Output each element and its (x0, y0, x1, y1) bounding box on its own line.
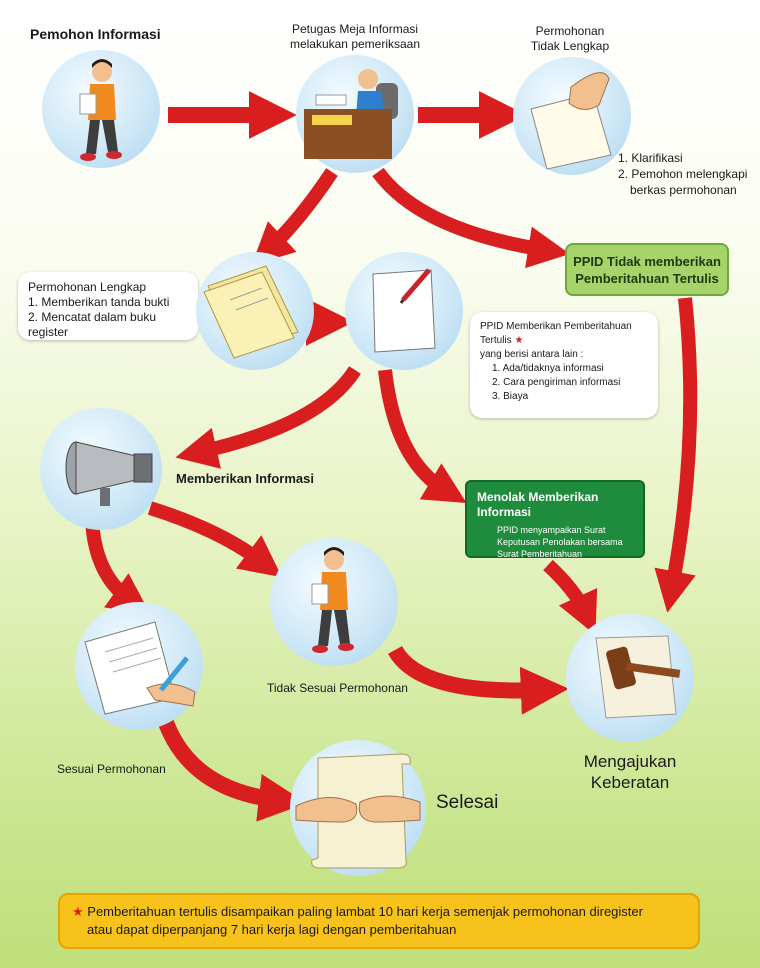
ppid-memberikan-item-3: 3. Biaya (492, 391, 529, 402)
arrow-register-to-megaphone (175, 366, 361, 469)
menolak-line-3: Surat Pemberitahuan (497, 549, 583, 559)
megaphone-circle (40, 408, 162, 530)
star-icon: ★ (72, 904, 84, 919)
star-icon: ★ (514, 335, 524, 346)
menolak-line-2: Keputusan Penolakan bersama (497, 537, 623, 547)
footer-line1: ★ Pemberitahuan tertulis disampaikan pal… (72, 903, 684, 921)
sesuai-label: Sesuai Permohonan (57, 762, 166, 776)
keberatan-circle (566, 614, 694, 742)
klarifikasi-list: 1. Klarifikasi 2. Pemohon melengkapi ber… (618, 150, 758, 198)
gavel-icon (595, 635, 681, 719)
ppid-memberikan-list: 1. Ada/tidaknya informasi 2. Cara pengir… (480, 362, 648, 404)
lengkap-bubble: Permohonan Lengkap 1. Memberikan tanda b… (18, 272, 198, 340)
lengkap-circle (196, 252, 314, 370)
mengajukan-keberatan-label: Mengajukan Keberatan (560, 751, 700, 793)
arrow-menolak-to-keberatan (543, 559, 598, 635)
ppid-memberikan-sub: yang berisi antara lain : (480, 349, 584, 360)
handshake-icon (295, 753, 421, 869)
signing-document-icon (84, 621, 196, 715)
tidak-lengkap-circle (513, 57, 631, 175)
ppid-tidak-line1: PPID Tidak memberikan (573, 254, 721, 269)
hand-paper-icon (530, 72, 612, 170)
arrow-petugas-to-ppid-tidak (372, 167, 570, 269)
lengkap-title: Permohonan Lengkap (28, 280, 147, 294)
arrow-tidak-sesuai-to-keberatan (388, 645, 569, 715)
footer-line1-text: Pemberitahuan tertulis disampaikan palin… (87, 904, 643, 919)
tidak-sesuai-circle (270, 538, 398, 666)
ppid-memberikan-bubble: PPID Memberikan Pemberitahuan Tertulis ★… (470, 312, 658, 418)
arrow-megaphone-to-sesuai (85, 519, 151, 615)
arrow-petugas-to-lengkap (251, 168, 338, 266)
tidak-lengkap-label: Permohonan Tidak Lengkap (520, 24, 620, 54)
tidak-sesuai-label: Tidak Sesuai Permohonan (267, 681, 408, 695)
selesai-label: Selesai (436, 792, 499, 813)
memberikan-informasi-label: Memberikan Informasi (176, 471, 314, 486)
person-walking-icon (79, 59, 122, 161)
ppid-memberikan-title: PPID Memberikan Pemberitahuan Tertulis ★ (480, 321, 632, 346)
footer-line2: atau dapat diperpanjang 7 hari kerja lag… (87, 922, 457, 937)
petugas-circle (296, 55, 414, 173)
ppid-memberikan-item-1: 1. Ada/tidaknya informasi (492, 363, 604, 374)
sesuai-circle (75, 602, 203, 730)
megaphone-icon (65, 441, 153, 506)
pemohon-label: Pemohon Informasi (30, 26, 161, 42)
menolak-title: Menolak Memberikan Informasi (477, 490, 599, 519)
arrow-ppid-tidak-to-keberatan (654, 297, 698, 613)
arrow-megaphone-to-tidak-sesuai (147, 501, 283, 578)
arrow-register-to-menolak (378, 369, 467, 503)
arrow-sesuai-to-selesai (157, 717, 307, 822)
menolak-box: Menolak Memberikan Informasi PPID menyam… (465, 480, 645, 560)
footer-note: ★ Pemberitahuan tertulis disampaikan pal… (58, 893, 700, 949)
person-walking-icon (311, 547, 354, 653)
pemohon-circle (42, 50, 160, 168)
lengkap-item-1: 1. Memberikan tanda bukti (28, 295, 170, 309)
menolak-body: PPID menyampaikan Surat Keputusan Penola… (477, 524, 633, 560)
petugas-label-line2: melakukan pemeriksaan (289, 37, 421, 51)
mengajukan-line1: Mengajukan (583, 752, 677, 771)
selesai-circle (290, 740, 426, 876)
register-circle (345, 252, 463, 370)
ppid-tidak-box: PPID Tidak memberikan Pemberitahuan Tert… (565, 243, 729, 296)
petugas-label: Petugas Meja Informasi melakukan pemerik… (270, 22, 440, 52)
paper-pen-icon (372, 268, 436, 353)
menolak-line-1: PPID menyampaikan Surat (497, 525, 606, 535)
lengkap-item-2: 2. Mencatat dalam buku register (28, 310, 157, 339)
ppid-memberikan-item-2: 2. Cara pengiriman informasi (492, 377, 621, 388)
documents-stack-icon (203, 265, 299, 359)
klarifikasi-item-1: 1. Klarifikasi (618, 151, 683, 165)
petugas-label-line1: Petugas Meja Informasi (291, 22, 419, 36)
mengajukan-line2: Keberatan (590, 773, 670, 792)
ppid-tidak-line2: Pemberitahuan Tertulis (575, 271, 719, 286)
klarifikasi-item-2: 2. Pemohon melengkapi berkas permohonan (618, 167, 748, 197)
officer-desk-icon (304, 69, 398, 159)
tidak-lengkap-label-line1: Permohonan (535, 24, 605, 38)
tidak-lengkap-label-line2: Tidak Lengkap (530, 39, 610, 53)
